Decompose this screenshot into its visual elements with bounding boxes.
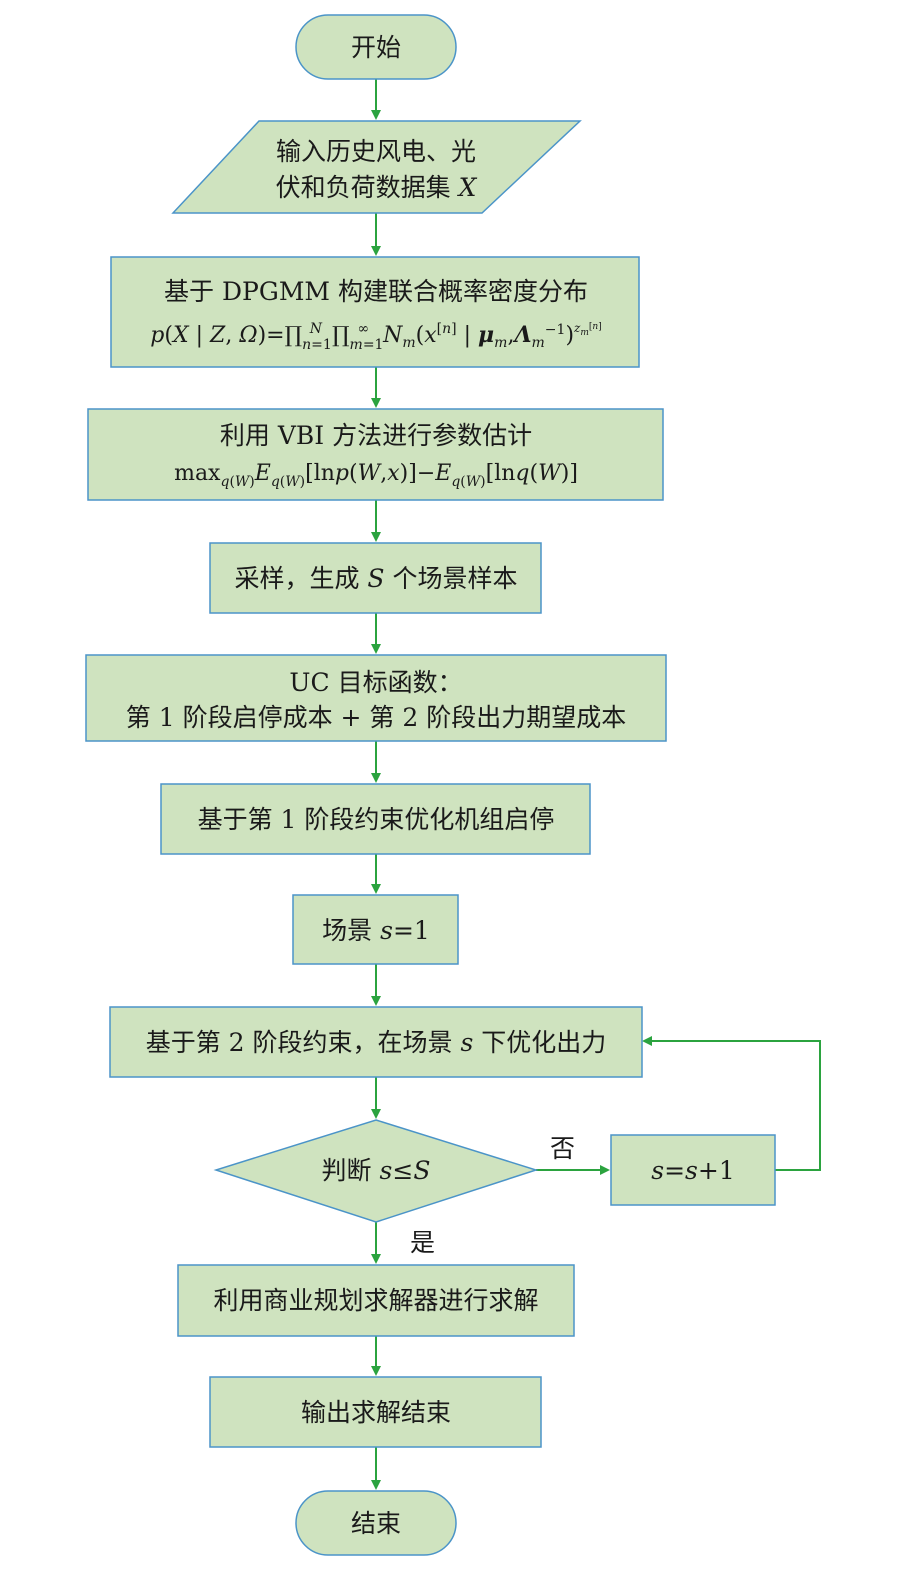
sampling-label: 采样，生成 S 个场景样本 bbox=[234, 564, 517, 593]
input-var-x: X bbox=[457, 173, 478, 202]
solver-label: 利用商业规划求解器进行求解 bbox=[213, 1286, 538, 1315]
input-label-text: 伏和负荷数据集 bbox=[276, 173, 451, 202]
edge-label-yes: 是 bbox=[410, 1228, 435, 1257]
input-parallelogram bbox=[171, 120, 582, 214]
start-label: 开始 bbox=[351, 33, 401, 62]
stage2-var-s: s bbox=[460, 1028, 473, 1057]
output-box bbox=[209, 1376, 542, 1448]
stage2-box bbox=[109, 1006, 643, 1078]
increment-label: s=s+1 bbox=[651, 1156, 735, 1185]
end-label: 结束 bbox=[351, 1509, 401, 1538]
stage2-label: 基于第 2 阶段约束，在场景 s 下优化出力 bbox=[146, 1028, 607, 1057]
scene-suffix: =1 bbox=[393, 916, 430, 945]
decision-diamond bbox=[213, 1119, 539, 1223]
decision-label: 判断 s≤S bbox=[322, 1156, 431, 1185]
uc-box bbox=[85, 654, 667, 742]
decision-var-s: s bbox=[380, 1156, 393, 1185]
increment-eq: = bbox=[664, 1156, 685, 1185]
dpgmm-box bbox=[110, 256, 640, 368]
uc-line2: 第 1 阶段启停成本 + 第 2 阶段出力期望成本 bbox=[126, 703, 626, 732]
input-label-line1: 输入历史风电、光 bbox=[276, 137, 476, 166]
stage2-prefix: 基于第 2 阶段约束，在场景 bbox=[146, 1028, 453, 1057]
vbi-title: 利用 VBI 方法进行参数估计 bbox=[220, 421, 532, 450]
output-label: 输出求解结束 bbox=[301, 1398, 451, 1427]
increment-var2: s bbox=[685, 1156, 698, 1185]
solver-box bbox=[177, 1264, 575, 1337]
decision-op: ≤ bbox=[392, 1156, 413, 1185]
vbi-formula: maxq(W)Eq(W)[lnp(W,x)]−Eq(W)[lnq(W)] bbox=[174, 461, 578, 490]
decision-prefix: 判断 bbox=[322, 1156, 372, 1185]
end-terminal bbox=[295, 1490, 457, 1556]
increment-suffix: +1 bbox=[698, 1156, 735, 1185]
edge-label-no: 否 bbox=[550, 1134, 575, 1163]
scene-box bbox=[292, 894, 459, 965]
connectors bbox=[371, 79, 821, 1490]
vbi-box bbox=[87, 408, 664, 501]
sampling-var-s: S bbox=[367, 564, 384, 593]
scene-label: 场景 s=1 bbox=[322, 916, 430, 945]
stage2-suffix: 下优化出力 bbox=[481, 1028, 606, 1057]
dpgmm-title: 基于 DPGMM 构建联合概率密度分布 bbox=[164, 277, 588, 306]
sampling-suffix: 个场景样本 bbox=[393, 564, 518, 593]
increment-var1: s bbox=[651, 1156, 664, 1185]
decision-var-S: S bbox=[413, 1156, 430, 1185]
sampling-prefix: 采样，生成 bbox=[234, 564, 359, 593]
stage1-label: 基于第 1 阶段约束优化机组启停 bbox=[198, 805, 555, 834]
scene-var-s: s bbox=[380, 916, 393, 945]
arrow-increment-loop-back bbox=[642, 1036, 821, 1171]
start-terminal bbox=[295, 14, 457, 80]
sampling-box bbox=[209, 542, 542, 614]
uc-line1: UC 目标函数： bbox=[289, 668, 462, 697]
input-label-line2: 伏和负荷数据集 X bbox=[276, 173, 478, 202]
stage1-box bbox=[160, 783, 591, 855]
scene-prefix: 场景 bbox=[322, 916, 372, 945]
increment-box bbox=[610, 1134, 776, 1206]
